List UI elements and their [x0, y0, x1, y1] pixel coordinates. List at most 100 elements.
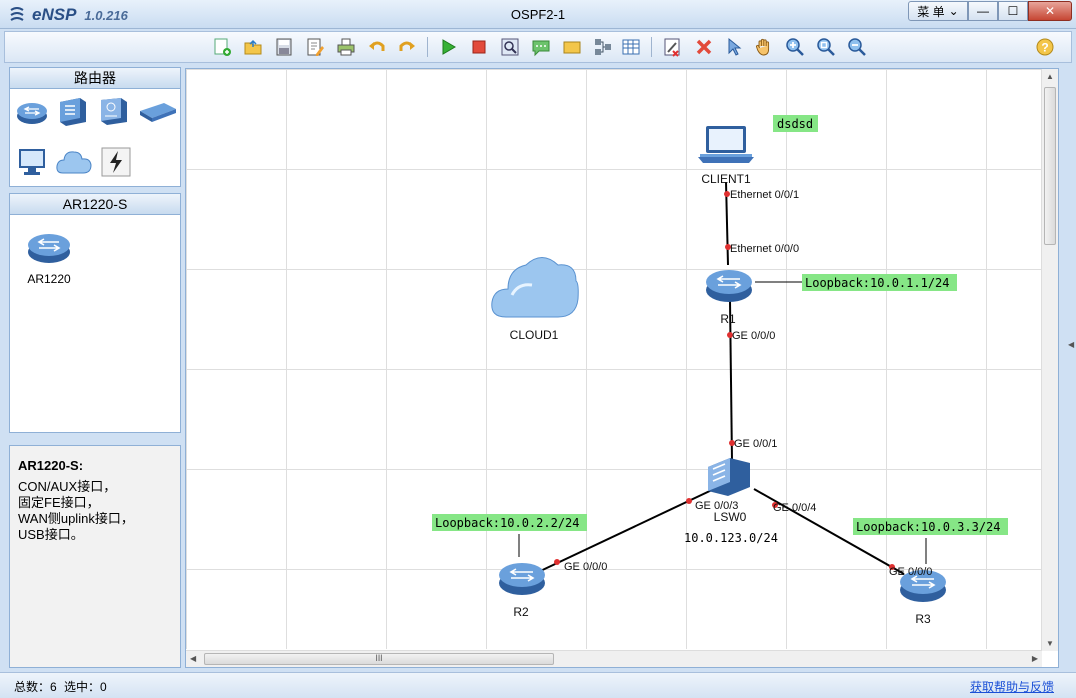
scroll-left-icon[interactable]: ◀: [190, 654, 197, 663]
pc-icon[interactable]: [16, 147, 48, 177]
save-as-button[interactable]: [304, 36, 326, 58]
scroll-down-icon[interactable]: ▼: [1046, 639, 1054, 648]
link-r1-lsw0[interactable]: [729, 300, 733, 462]
port-dot: [772, 502, 778, 508]
open-button[interactable]: [242, 36, 264, 58]
switch-icon[interactable]: [56, 94, 90, 128]
print-button[interactable]: [335, 36, 357, 58]
r3-device[interactable]: [900, 570, 946, 602]
maximize-button[interactable]: ☐: [998, 1, 1028, 21]
save-button[interactable]: [273, 36, 295, 58]
category-icons: [9, 89, 181, 187]
port-label: GE 0/0/3: [695, 500, 738, 512]
print-icon: [337, 38, 355, 56]
topology-button[interactable]: [592, 36, 614, 58]
scroll-thumb[interactable]: [1044, 87, 1056, 245]
settings-button[interactable]: [661, 36, 683, 58]
r2-device[interactable]: [499, 563, 545, 595]
info-line: WAN侧uplink接口，: [18, 511, 134, 526]
zoom-fit-button[interactable]: [815, 36, 837, 58]
port-label: GE 0/0/0: [564, 561, 607, 573]
open-icon: [244, 39, 262, 55]
minimize-icon: —: [977, 4, 989, 18]
zoom-out-button[interactable]: [846, 36, 868, 58]
firewall-icon[interactable]: [97, 94, 131, 128]
note-r1-loopback[interactable]: Loopback:10.0.1.1/24: [802, 274, 957, 291]
start-device-icon: [442, 39, 456, 55]
help-button[interactable]: ?: [1034, 36, 1056, 58]
capture-icon: [501, 38, 519, 56]
minimize-button[interactable]: —: [968, 1, 998, 21]
note-r3-loopback[interactable]: Loopback:10.0.3.3/24: [853, 518, 1008, 535]
zoom-in-button[interactable]: [784, 36, 806, 58]
delete-button[interactable]: [693, 36, 715, 58]
zoom-in-icon: [786, 38, 804, 56]
client1-device[interactable]: [698, 126, 754, 163]
segment-label: 10.0.123.0/24: [684, 531, 778, 545]
scroll-thumb[interactable]: ǀǀǀ: [204, 653, 554, 665]
device-ar1220[interactable]: AR1220: [24, 227, 74, 286]
link-lsw0-r2[interactable]: [533, 488, 715, 575]
main-toolbar: ?: [4, 31, 1072, 63]
select-button[interactable]: [723, 36, 745, 58]
note-dsdsd[interactable]: dsdsd: [773, 115, 818, 132]
zoom-fit-icon: [817, 38, 835, 56]
help-icon: ?: [1036, 38, 1054, 56]
note-text: Loopback:10.0.1.1/24: [805, 276, 950, 290]
topology-canvas[interactable]: CLIENT1 R1 LSW0 R2: [185, 68, 1059, 668]
rectangle-annotation-button[interactable]: [561, 36, 583, 58]
hand-icon: [756, 38, 770, 56]
close-button[interactable]: ✕: [1028, 1, 1072, 21]
port-dot: [724, 191, 730, 197]
note-r2-loopback[interactable]: Loopback:10.0.2.2/24: [432, 514, 587, 531]
port-label: GE 0/0/1: [734, 438, 777, 450]
status-bar: 总数：6 选中：0 获取帮助与反馈: [0, 672, 1076, 698]
device-info-box: AR1220-S: CON/AUX接口， 固定FE接口， WAN侧uplink接…: [9, 445, 181, 668]
cloud1-device[interactable]: [491, 257, 579, 318]
new-topology-button[interactable]: [211, 36, 233, 58]
new-topology-icon: [214, 38, 231, 56]
port-dot: [554, 559, 560, 565]
text-annotation-button[interactable]: [530, 36, 552, 58]
cloud1-label: CLOUD1: [510, 328, 559, 342]
close-icon: ✕: [1044, 4, 1056, 18]
redo-button[interactable]: [396, 36, 418, 58]
topology-diagram: CLIENT1 R1 LSW0 R2: [432, 115, 1008, 626]
cloud-icon[interactable]: [55, 147, 93, 177]
stop-device-icon: [472, 40, 486, 54]
lsw0-device[interactable]: [708, 458, 750, 496]
port-label: GE 0/0/4: [773, 502, 816, 514]
undo-button[interactable]: [366, 36, 388, 58]
note-text: Loopback:10.0.3.3/24: [856, 520, 1001, 534]
menu-button[interactable]: 菜 单 ⌄: [908, 1, 968, 21]
connection-icon[interactable]: [101, 147, 131, 177]
horizontal-scrollbar[interactable]: ◀ ǀǀǀ ▶: [186, 650, 1042, 667]
info-line: 固定FE接口，: [18, 495, 100, 510]
toolbar-separator: [427, 37, 428, 57]
link-lsw0-r3[interactable]: [753, 488, 905, 575]
router-icon[interactable]: [15, 97, 49, 127]
info-line: USB接口。: [18, 527, 84, 542]
ensp-logo-icon: [10, 7, 24, 21]
vertical-scrollbar[interactable]: ▲ ▼: [1041, 69, 1058, 651]
grid-button[interactable]: [620, 36, 642, 58]
stop-device-button[interactable]: [468, 36, 490, 58]
hand-button[interactable]: [753, 36, 775, 58]
zoom-out-icon: [848, 38, 866, 56]
delete-icon: [696, 39, 712, 55]
help-feedback-link[interactable]: 获取帮助与反馈: [969, 680, 1054, 694]
save-icon: [276, 38, 292, 56]
r1-label: R1: [720, 312, 736, 326]
app-name: eNSP: [32, 5, 77, 24]
scroll-up-icon[interactable]: ▲: [1046, 72, 1054, 81]
r3-label: R3: [915, 612, 931, 626]
capture-button[interactable]: [499, 36, 521, 58]
r1-device[interactable]: [706, 270, 752, 302]
scroll-right-icon[interactable]: ▶: [1031, 654, 1038, 663]
port-dot: [729, 440, 735, 446]
port-dot: [725, 244, 731, 250]
collapse-grip-icon[interactable]: ◀: [1068, 340, 1075, 349]
start-device-button[interactable]: [437, 36, 459, 58]
wlan-icon[interactable]: [138, 101, 178, 123]
toolbar-separator: [651, 37, 652, 57]
